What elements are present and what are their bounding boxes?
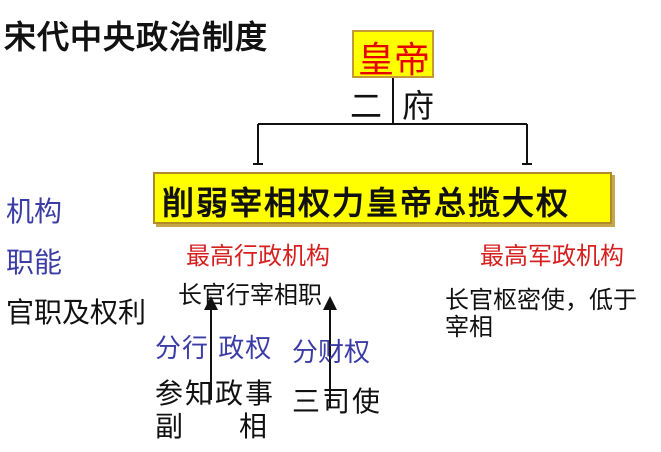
emperor-box xyxy=(352,30,434,78)
military-chief-text-line1: 长官枢密使，低于 xyxy=(445,286,637,314)
row-label-zhineng: 职能 xyxy=(6,246,63,279)
vice-chancellor-line2a: 副 xyxy=(155,410,184,443)
split-admin-label: 分行 政权 xyxy=(155,334,273,364)
vice-chancellor-line1: 参知政事 xyxy=(155,377,276,410)
admin-chief-text: 长官行宰相职 xyxy=(178,281,322,309)
row-label-guanzhi: 官职及权利 xyxy=(6,296,147,329)
erfu-label-left: 二 xyxy=(350,87,383,125)
finance-office-text: 三司使 xyxy=(292,385,383,418)
erfu-label-right: 府 xyxy=(402,87,435,125)
row-label-jigou: 机构 xyxy=(6,195,63,228)
central-banner-box xyxy=(153,172,612,224)
military-chief-text-line2: 宰相 xyxy=(445,313,493,341)
diagram-title: 宋代中央政治制度 xyxy=(4,18,269,56)
split-finance-label: 分财权 xyxy=(292,338,371,368)
vice-chancellor-line2b: 相 xyxy=(239,410,268,443)
emperor-label: 皇帝 xyxy=(358,40,431,81)
military-heading: 最高军政机构 xyxy=(480,242,624,270)
central-banner-text: 削弱宰相权力皇帝总揽大权 xyxy=(162,184,571,222)
admin-heading: 最高行政机构 xyxy=(186,242,330,270)
admin-arrow-head xyxy=(204,296,218,310)
finance-arrow-head xyxy=(323,296,337,310)
